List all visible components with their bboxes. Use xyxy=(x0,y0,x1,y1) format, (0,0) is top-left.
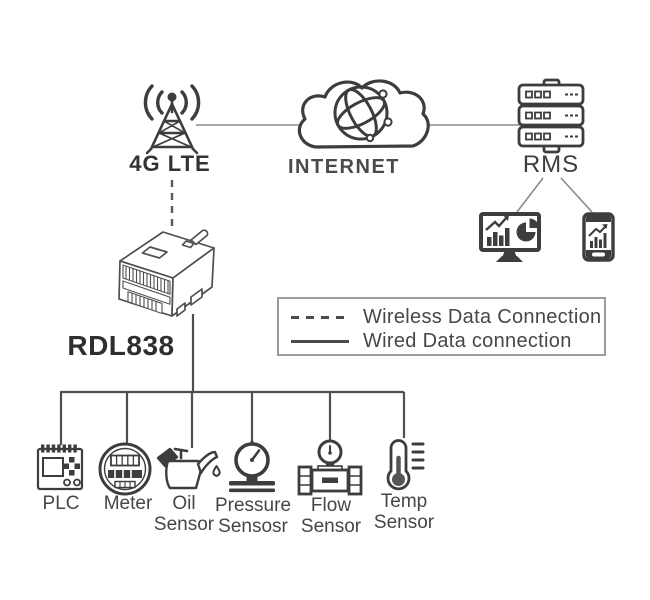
legend-wireless-label: Wireless Data Connection xyxy=(363,305,602,328)
temp-sensor-icon xyxy=(386,439,425,491)
legend-wired-label: Wired Data connection xyxy=(363,329,572,352)
heat-lines xyxy=(411,442,425,470)
pressure-label-line2: Sensosr xyxy=(218,516,288,537)
temp-sensor-label: Temp Sensor xyxy=(374,491,434,533)
tower-label: 4G LTE xyxy=(129,151,211,176)
antenna-tower-icon xyxy=(143,84,201,155)
wired-link-rms-monitor xyxy=(516,177,544,213)
monitor-trend-arrow xyxy=(485,216,508,231)
device-antenna xyxy=(190,229,209,246)
mobile-phone-icon xyxy=(582,212,615,262)
monitor-bar-chart xyxy=(487,228,510,246)
pressure-label-line1: Pressure xyxy=(214,495,292,516)
flow-label-line1: Flow xyxy=(310,495,352,516)
monitor-pie-chart xyxy=(516,218,539,242)
temp-label-line2: Sensor xyxy=(373,512,435,533)
plc-icon xyxy=(36,444,84,491)
internet-label: INTERNET xyxy=(288,156,400,178)
pressure-sensor-icon xyxy=(229,441,275,493)
plc-label: PLC xyxy=(43,493,80,514)
internet-cloud-icon xyxy=(297,79,430,149)
wired-link-rms-phone xyxy=(560,177,593,213)
meter-label: Meter xyxy=(104,493,153,514)
network-node-dots xyxy=(365,89,393,143)
temp-label-line1: Temp xyxy=(380,491,428,512)
rms-label: RMS xyxy=(522,151,580,178)
server-stack-icon xyxy=(517,78,585,154)
din-rail-datalogger-icon xyxy=(118,229,215,317)
device-label: RDL838 xyxy=(67,330,175,361)
oil-sensor-label: Oil Sensor xyxy=(154,493,214,535)
plc-buttons xyxy=(63,457,80,476)
legend-box: Wireless Data Connection Wired Data conn… xyxy=(277,297,606,356)
sensor-bus xyxy=(59,314,406,448)
plc-label-line1: PLC xyxy=(42,493,80,514)
flow-label-line2: Sensor xyxy=(300,516,362,537)
oil-sensor-icon xyxy=(156,447,221,490)
flow-sensor-icon xyxy=(297,439,363,496)
oil-drop xyxy=(212,465,221,477)
legend-row-wireless: Wireless Data Connection xyxy=(291,306,601,328)
dashed-line-swatch xyxy=(291,315,349,319)
meter-icon xyxy=(98,442,152,496)
solid-line-swatch xyxy=(291,339,349,343)
phone-trend-arrow xyxy=(588,225,607,237)
oil-label-line2: Sensor xyxy=(153,514,215,535)
legend-row-wired: Wired Data connection xyxy=(291,330,572,352)
oil-label-line1: Oil xyxy=(172,493,196,514)
monitor-dashboard-icon xyxy=(479,212,541,262)
meter-label-line1: Meter xyxy=(103,493,153,514)
flow-sensor-label: Flow Sensor xyxy=(301,495,361,537)
pressure-sensor-label: Pressure Sensosr xyxy=(215,495,291,537)
phone-bar-chart xyxy=(590,233,607,248)
